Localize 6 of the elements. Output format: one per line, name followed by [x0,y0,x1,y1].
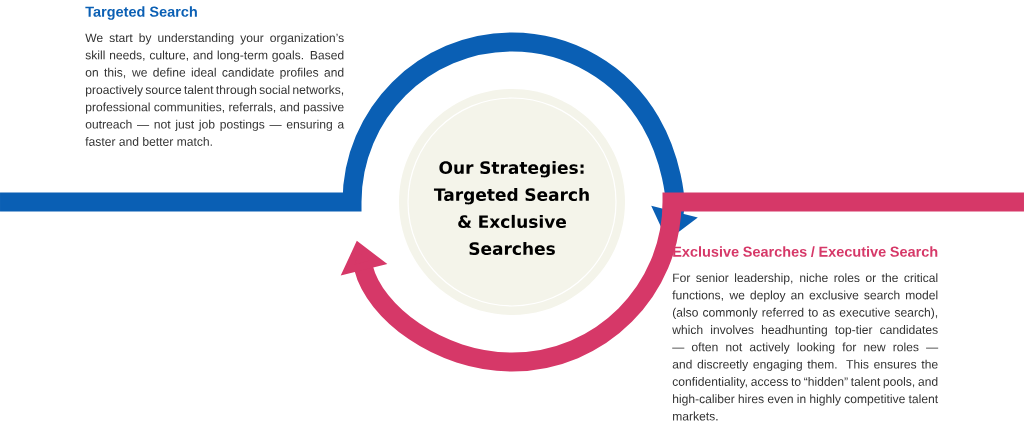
center-title: Our Strategies: Targeted Search & Exclusive Searches [433,160,589,256]
description-text: We start by understanding your organization’s skill needs, culture, and long-term goals. Based on this, we define ideal candidate profiles and proactively source talent through social networks, professional communities, referrals, and passive outreach — not just job postings — ensuring a faster and better match. [85,33,345,146]
description-text: For senior leadership, niche roles or the critical functions, we deploy an exclusive search model (also commonly referred to as executive search), which involves headhunting top-tier candidates — often not actively looking for new roles — and discreetly engaging them. This ensures the confidentiality, access to “hidden” talent pools, and high-caliber hires even in highly competitive talent markets. [672,273,939,421]
center-circle [399,89,625,315]
section-heading: Targeted Search [85,6,197,20]
section-heading: Exclusive Searches / Executive Search [673,246,938,257]
